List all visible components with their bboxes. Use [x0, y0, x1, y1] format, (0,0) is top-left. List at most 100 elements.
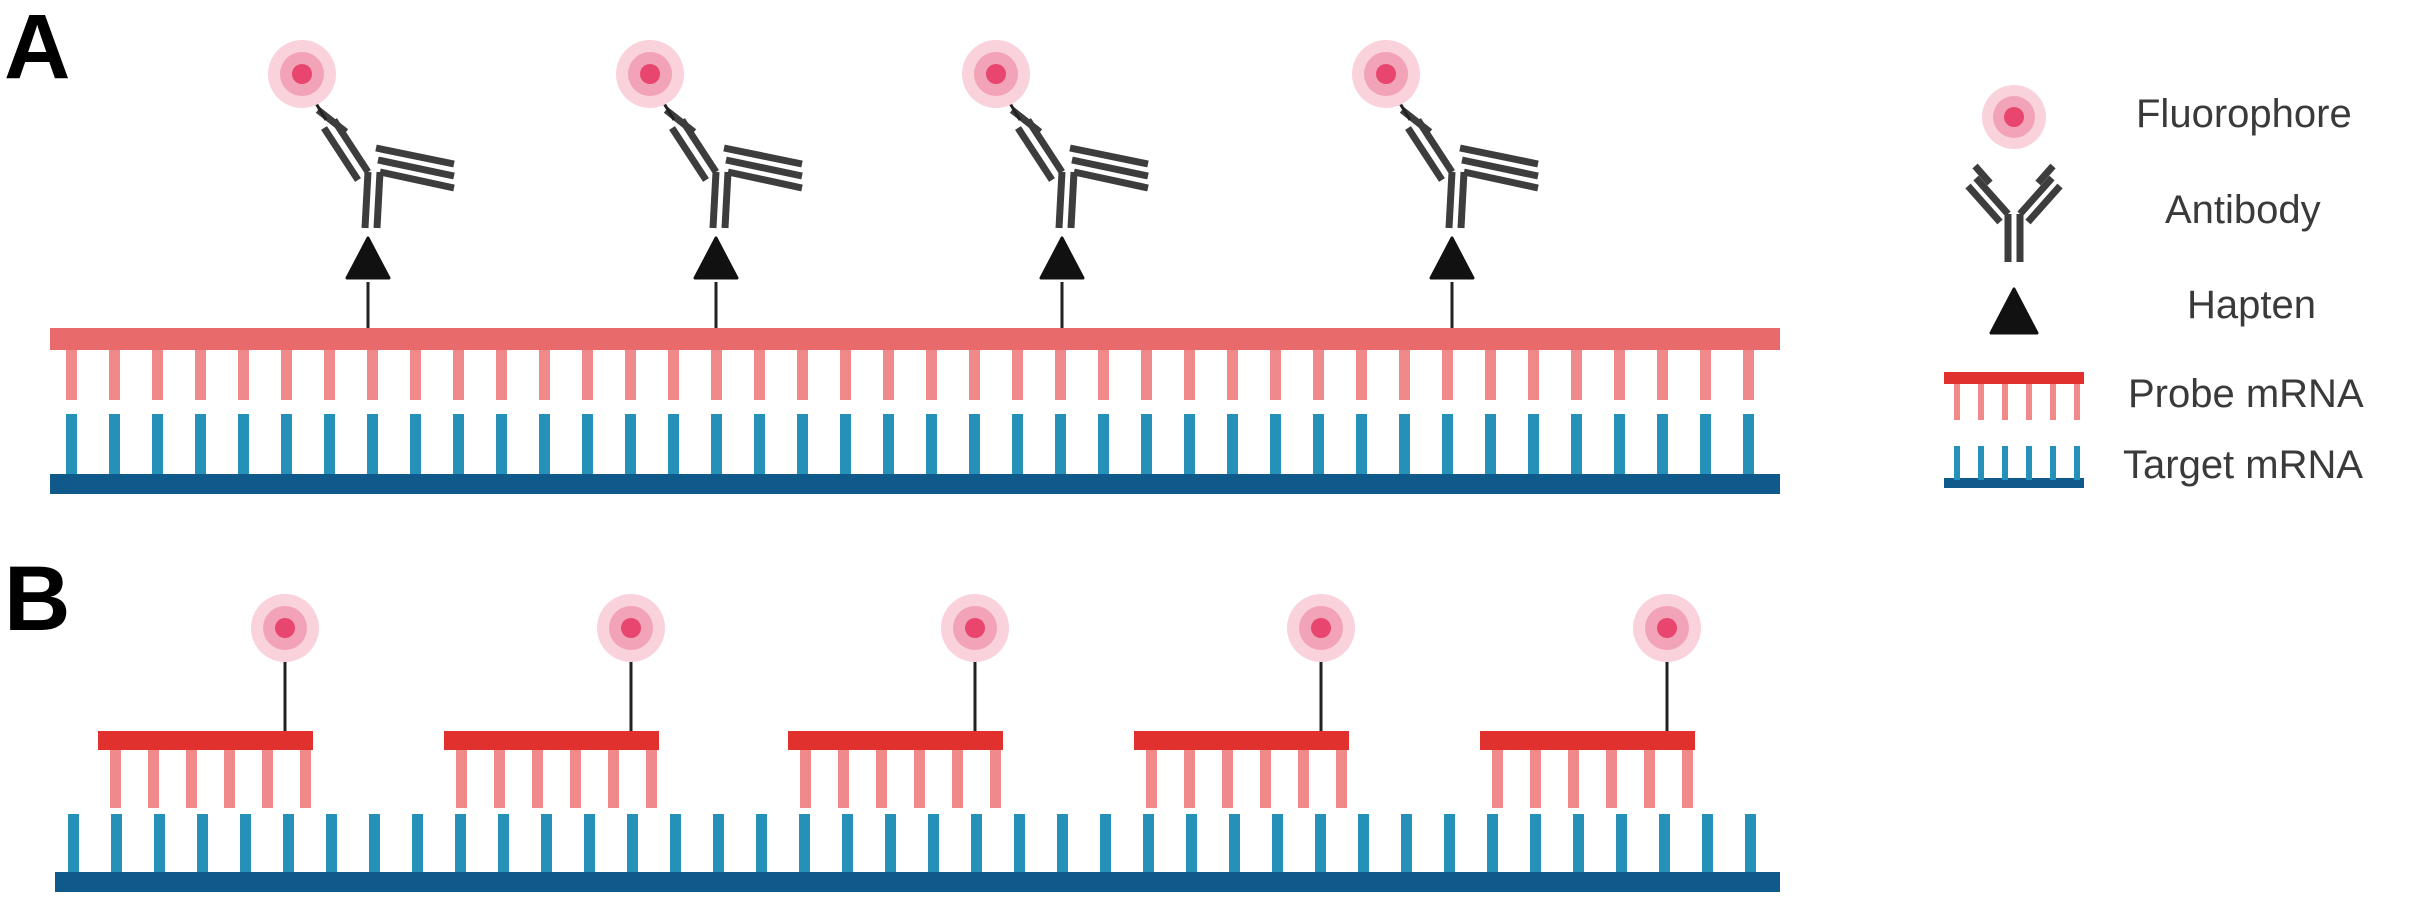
target-tooth [1272, 814, 1283, 874]
target-tooth [541, 814, 552, 874]
target-tooth [539, 414, 550, 476]
target-tooth [455, 814, 466, 874]
antibody-icon [1009, 107, 1149, 229]
target-tooth [756, 814, 767, 874]
target-tooth [496, 414, 507, 476]
target-tooth [1485, 414, 1496, 476]
probe-tooth [1055, 348, 1066, 400]
probe-tooth [1743, 348, 1754, 400]
probe-mrna-icon [1944, 372, 2084, 420]
target-tooth [1270, 414, 1281, 476]
panel-a-target-teeth [66, 414, 1754, 476]
target-tooth [238, 414, 249, 476]
probe-tooth [1298, 750, 1309, 808]
probe-mrna [788, 594, 1009, 808]
probe-tooth [914, 750, 925, 808]
probe-tooth [969, 348, 980, 400]
target-tooth [1399, 414, 1410, 476]
target-tooth [1184, 414, 1195, 476]
legend-label-target-mrna: Target mRNA [2123, 443, 2363, 487]
target-tooth [1487, 814, 1498, 874]
probe-tooth [1098, 348, 1109, 400]
target-tooth [326, 814, 337, 874]
target-tooth [1659, 814, 1670, 874]
antibody-icon [315, 107, 455, 229]
target-tooth [928, 814, 939, 874]
probe-tooth [195, 348, 206, 400]
probe-tooth [496, 348, 507, 400]
probe-tooth [1399, 348, 1410, 400]
probe-tooth [570, 750, 581, 808]
probe-tooth [754, 348, 765, 400]
probe-tooth [800, 750, 811, 808]
fluorophore-icon [941, 594, 1009, 662]
target-tooth [68, 814, 79, 874]
target-tooth [1141, 414, 1152, 476]
target-tooth [1356, 414, 1367, 476]
target-tooth [1315, 814, 1326, 874]
target-tooth [240, 814, 251, 874]
probe-tooth [109, 348, 120, 400]
target-tooth [1978, 446, 1984, 480]
target-tooth [1098, 414, 1109, 476]
fluorophore-icon [268, 40, 336, 108]
detection-complex [616, 40, 803, 328]
panel-b-probes [98, 594, 1701, 808]
probe-tooth [608, 750, 619, 808]
target-tooth [1444, 814, 1455, 874]
probe-tooth [838, 750, 849, 808]
target-tooth [412, 814, 423, 874]
target-tooth [152, 414, 163, 476]
panel-a-detection-complexes [268, 40, 1539, 328]
probe-tooth [926, 348, 937, 400]
fluorophore-icon [597, 594, 665, 662]
probe-backbone [98, 731, 313, 750]
target-mrna-icon [1944, 446, 2084, 488]
target-tooth [1055, 414, 1066, 476]
probe-tooth [1270, 348, 1281, 400]
panel-a-target-mrna-backbone [50, 474, 1780, 494]
target-tooth [2050, 446, 2056, 480]
panel-b-target-teeth [68, 814, 1756, 874]
probe-tooth [224, 750, 235, 808]
probe-tooth [2026, 384, 2032, 420]
probe-tooth [625, 348, 636, 400]
target-tooth [1954, 446, 1960, 480]
target-tooth [1573, 814, 1584, 874]
fluorophore-icon [616, 40, 684, 108]
target-tooth [154, 814, 165, 874]
target-tooth [840, 414, 851, 476]
target-tooth [1745, 814, 1756, 874]
target-tooth [1014, 814, 1025, 874]
target-tooth [754, 414, 765, 476]
probe-tooth [1442, 348, 1453, 400]
fluorophore-icon [962, 40, 1030, 108]
antibody-icon [1965, 163, 2063, 262]
legend-label-antibody: Antibody [2165, 188, 2321, 232]
target-tooth [668, 414, 679, 476]
probe-tooth [1606, 750, 1617, 808]
probe-tooth [410, 348, 421, 400]
target-tooth [2026, 446, 2032, 480]
target-tooth [195, 414, 206, 476]
probe-tooth [1227, 348, 1238, 400]
probe-tooth [186, 750, 197, 808]
probe-tooth [646, 750, 657, 808]
target-tooth [1358, 814, 1369, 874]
target-tooth [1614, 414, 1625, 476]
probe-tooth [300, 750, 311, 808]
target-tooth [2074, 446, 2080, 480]
detection-complex [962, 40, 1149, 328]
target-tooth [627, 814, 638, 874]
probe-tooth [453, 348, 464, 400]
legend-label-probe-mrna: Probe mRNA [2128, 372, 2364, 416]
target-tooth [1616, 814, 1627, 874]
probe-tooth [1336, 750, 1347, 808]
target-tooth [369, 814, 380, 874]
target-tooth [1100, 814, 1111, 874]
probe-tooth [1614, 348, 1625, 400]
probe-tooth [148, 750, 159, 808]
probe-backbone [444, 731, 659, 750]
panel-label-b: B [4, 548, 70, 650]
